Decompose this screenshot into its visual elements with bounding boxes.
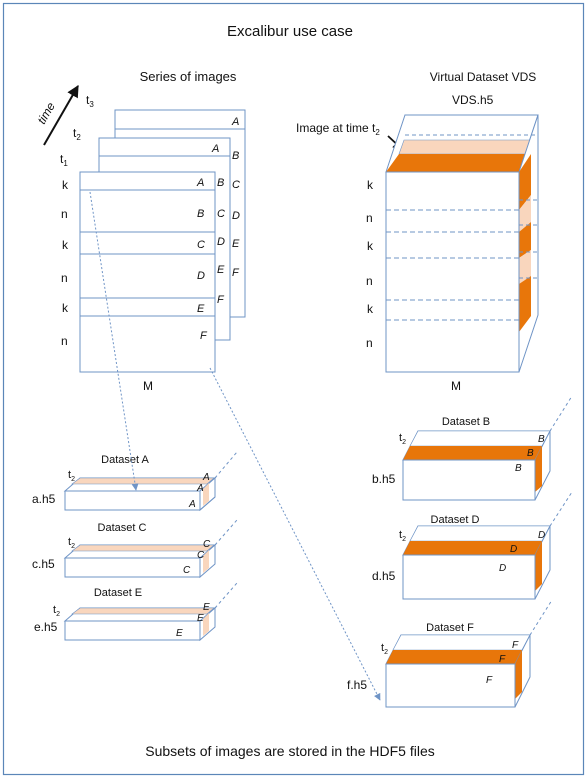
sheet-t2-letter-b: B bbox=[217, 177, 224, 189]
sheet-t2-letter-d: D bbox=[217, 236, 225, 248]
vds-file-name: VDS.h5 bbox=[452, 93, 494, 107]
sheet-t1-letter-d: D bbox=[197, 270, 205, 282]
dataset-e-letter-2: E bbox=[197, 613, 204, 624]
dataset-d-letter-1: D bbox=[538, 530, 545, 541]
series-heading: Series of images bbox=[140, 69, 237, 84]
dataset-c-box bbox=[63, 519, 238, 579]
dataset-d-time: t2 bbox=[399, 529, 406, 543]
sheet-t1-letter-f: F bbox=[200, 330, 208, 342]
vds-axis-label-m: M bbox=[451, 379, 461, 393]
time-arrow bbox=[43, 84, 79, 146]
series-axis-label-m: M bbox=[143, 379, 153, 393]
sheet-t3-letter-a: A bbox=[231, 116, 239, 128]
sheet-t3-letter-c: C bbox=[232, 179, 240, 191]
sheet-t3-letter-d: D bbox=[232, 210, 240, 222]
dataset-c-letter-1: C bbox=[203, 539, 211, 550]
vds-heading: Virtual Dataset VDS bbox=[430, 70, 537, 84]
dataset-a-letter-3: A bbox=[188, 499, 196, 510]
vds-row-label-k3: k bbox=[367, 302, 374, 316]
vds-row-label-k1: k bbox=[367, 178, 374, 192]
dataset-c-title: Dataset C bbox=[98, 522, 147, 534]
time-step-t3: t3 bbox=[86, 93, 94, 109]
dataset-f-letter-1: F bbox=[512, 640, 519, 651]
dataset-a-letter-1: A bbox=[202, 472, 210, 483]
dataset-b-time: t2 bbox=[399, 432, 406, 446]
sheet-t1-letter-b: B bbox=[197, 208, 204, 220]
time-step-t2: t2 bbox=[73, 126, 81, 142]
series-row-label-n2: n bbox=[61, 271, 68, 285]
dataset-f-box bbox=[385, 599, 553, 708]
dataset-e-file: e.h5 bbox=[34, 620, 58, 634]
sheet-t1-letter-c: C bbox=[197, 239, 205, 251]
dataset-f-file: f.h5 bbox=[347, 678, 367, 692]
dataset-d-title: Dataset D bbox=[431, 514, 480, 526]
sheet-t1-letter-e: E bbox=[197, 303, 205, 315]
dataset-f-letter-3: F bbox=[486, 675, 493, 686]
dataset-a-title: Dataset A bbox=[101, 454, 149, 466]
dataset-e-box bbox=[63, 582, 238, 642]
footer-caption: Subsets of images are stored in the HDF5… bbox=[145, 743, 434, 759]
vds-row-label-k2: k bbox=[367, 239, 374, 253]
series-row-label-n3: n bbox=[61, 334, 68, 348]
sheet-t3-letter-b: B bbox=[232, 150, 239, 162]
vds-annotation: Image at time t2 bbox=[296, 121, 380, 137]
page-title: Excalibur use case bbox=[227, 23, 353, 40]
series-row-label-k3: k bbox=[62, 301, 69, 315]
vds-cube bbox=[385, 114, 539, 373]
dataset-b-letter-2: B bbox=[527, 448, 534, 459]
dataset-f-letter-2: F bbox=[499, 654, 506, 665]
dataset-d-file: d.h5 bbox=[372, 569, 396, 583]
dataset-d-letter-3: D bbox=[499, 563, 506, 574]
dataset-b-box bbox=[402, 395, 573, 501]
image-sheet-t1 bbox=[79, 171, 216, 373]
time-label: time bbox=[34, 100, 58, 127]
dataset-b-title: Dataset B bbox=[442, 416, 490, 428]
vds-row-label-n2: n bbox=[366, 274, 373, 288]
vds-row-label-n1: n bbox=[366, 211, 373, 225]
sheet-t2-letter-e: E bbox=[217, 264, 225, 276]
series-row-label-k2: k bbox=[62, 238, 69, 252]
dataset-d-letter-2: D bbox=[510, 544, 517, 555]
series-row-label-k1: k bbox=[62, 178, 69, 192]
sheet-t2-letter-c: C bbox=[217, 208, 225, 220]
dataset-e-letter-3: E bbox=[176, 628, 183, 639]
sheet-t1-letter-a: A bbox=[196, 177, 204, 189]
sheet-t2-letter-f: F bbox=[217, 294, 225, 306]
time-step-t1: t1 bbox=[60, 152, 68, 168]
sheet-t2-letter-a: A bbox=[211, 143, 219, 155]
dataset-a-file: a.h5 bbox=[32, 492, 56, 506]
dataset-e-title: Dataset E bbox=[94, 587, 142, 599]
dataset-c-letter-2: C bbox=[197, 550, 205, 561]
dataset-e-time: t2 bbox=[53, 604, 60, 618]
sheet-t3-letter-e: E bbox=[232, 238, 240, 250]
dataset-f-time: t2 bbox=[381, 642, 388, 656]
sheet-t3-letter-f: F bbox=[232, 267, 240, 279]
dataset-a-letter-2: A bbox=[196, 483, 204, 494]
dataset-b-letter-3: B bbox=[515, 463, 522, 474]
series-row-label-n1: n bbox=[61, 207, 68, 221]
dataset-c-letter-3: C bbox=[183, 565, 191, 576]
vds-row-label-n3: n bbox=[366, 336, 373, 350]
dataset-d-box bbox=[402, 491, 573, 600]
mapping-arrow-f bbox=[209, 367, 381, 701]
dataset-f-title: Dataset F bbox=[426, 622, 474, 634]
dataset-b-file: b.h5 bbox=[372, 472, 396, 486]
dataset-b-letter-1: B bbox=[538, 434, 545, 445]
dataset-c-file: c.h5 bbox=[32, 557, 55, 571]
dataset-c-time: t2 bbox=[68, 536, 75, 550]
dataset-e-letter-1: E bbox=[203, 602, 210, 613]
dataset-a-time: t2 bbox=[68, 469, 75, 483]
dataset-a-box bbox=[63, 451, 238, 512]
